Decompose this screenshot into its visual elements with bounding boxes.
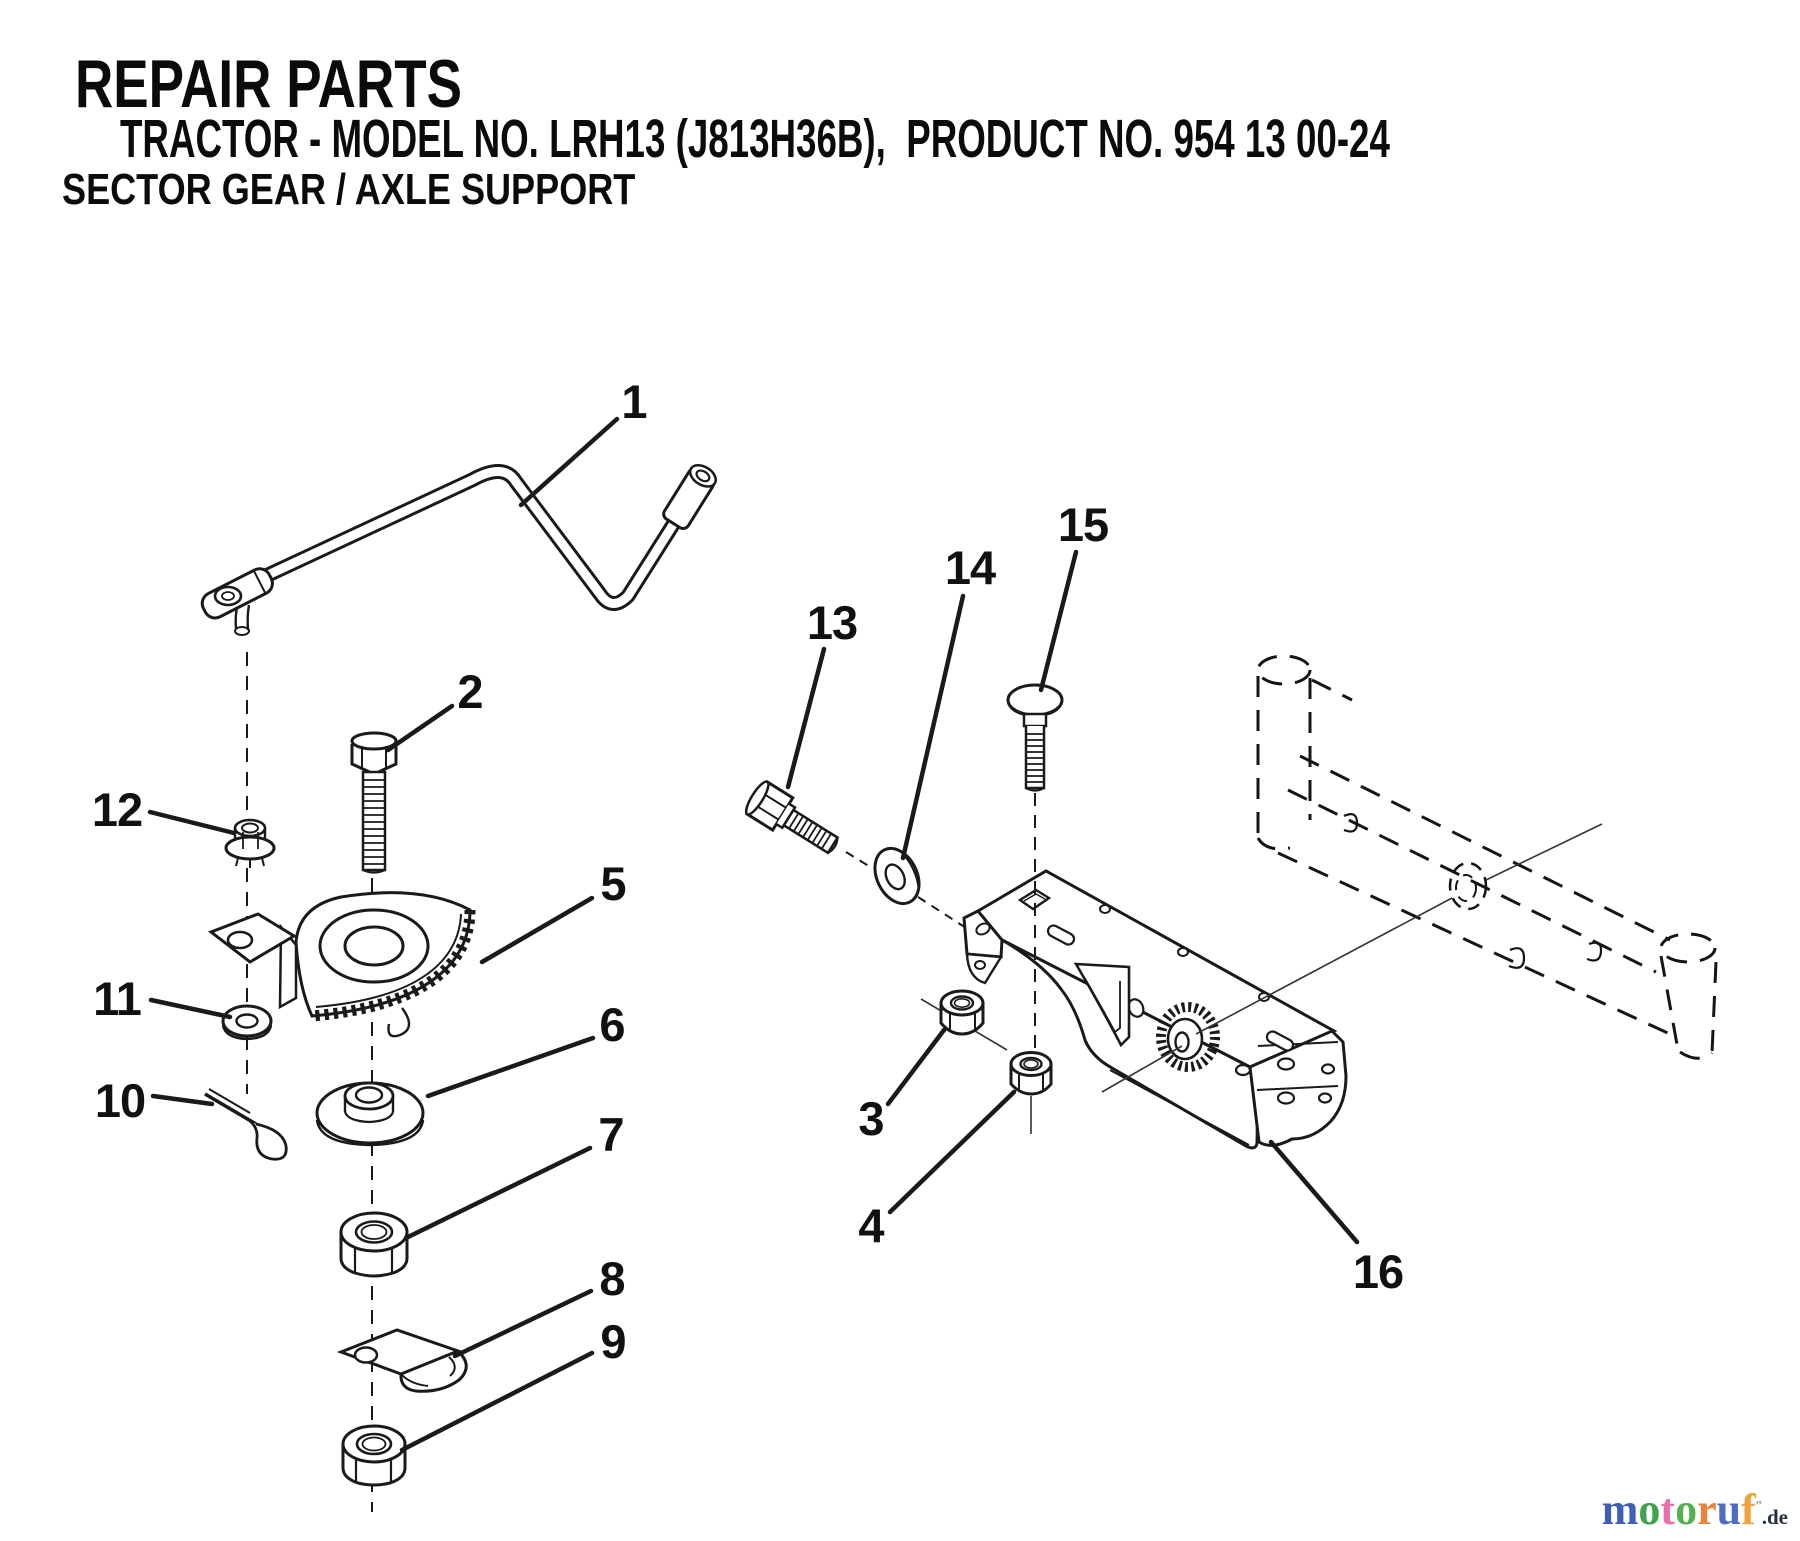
- callout-1: 1: [621, 375, 646, 428]
- callout-3: 3: [858, 1092, 883, 1145]
- callout-2: 2: [457, 665, 482, 718]
- part-hex-nut-9: [341, 1424, 407, 1487]
- callout-7: 7: [598, 1108, 623, 1161]
- callout-15: 15: [1058, 498, 1108, 551]
- watermark-letter: m: [1601, 1485, 1639, 1534]
- callout-9: 9: [600, 1315, 625, 1368]
- part-spacer-washer-6: [315, 1081, 425, 1147]
- part-hex-nut-4: [1009, 1051, 1053, 1096]
- part-carriage-bolt-15: [1006, 683, 1064, 792]
- part-drag-link: [200, 463, 718, 636]
- part-hex-bolt-2: [350, 731, 398, 874]
- bracket-holes: [974, 888, 1336, 1105]
- section-title: SECTOR GEAR / AXLE SUPPORT: [62, 165, 636, 214]
- callout-12: 12: [92, 783, 142, 836]
- callout-16: 16: [1353, 1245, 1403, 1298]
- watermark-letter: t: [1660, 1485, 1676, 1534]
- part-clip-8: [336, 1328, 468, 1393]
- leader-lines: [147, 416, 1360, 1453]
- watermark-suffix: .de: [1761, 1505, 1788, 1529]
- motoruf-watermark: motoruf”.de: [1602, 1484, 1788, 1535]
- part-washer-11: [221, 1004, 273, 1041]
- watermark-mark: ”: [1755, 1497, 1762, 1512]
- callout-8: 8: [599, 1252, 624, 1305]
- part-hex-nut-7: [339, 1211, 409, 1278]
- centerlines: [246, 652, 995, 1512]
- alignment-centerlines: [920, 823, 1603, 1093]
- page-title: REPAIR PARTS: [75, 46, 463, 122]
- watermark-letter: o: [1675, 1485, 1698, 1534]
- watermark-letter: u: [1716, 1485, 1742, 1534]
- callout-5: 5: [600, 857, 625, 910]
- part-axle-support-bracket: [962, 869, 1348, 1150]
- callout-14: 14: [945, 541, 996, 594]
- axle-hole-marks: [1343, 813, 1603, 969]
- model-subtitle: TRACTOR - MODEL NO. LRH13 (J813H36B), PR…: [120, 109, 1390, 169]
- part-washer-14: [873, 846, 921, 906]
- part-sector-gear: [207, 891, 476, 1038]
- watermark-letter: f: [1741, 1485, 1756, 1534]
- part-cotter-pin: [204, 1088, 288, 1161]
- callout-labels: 1 2 3 4 5 6 7 8 9 10 11 12 13 14 15 16: [92, 375, 1404, 1368]
- callout-11: 11: [93, 972, 141, 1025]
- part-hex-nut-3: [939, 989, 985, 1036]
- callout-6: 6: [599, 998, 624, 1051]
- callout-13: 13: [807, 596, 857, 649]
- callout-10: 10: [95, 1074, 145, 1127]
- callout-4: 4: [858, 1199, 884, 1252]
- watermark-letter: r: [1697, 1485, 1717, 1534]
- watermark-letter: o: [1638, 1485, 1661, 1534]
- part-phantom-axle: [1256, 654, 1718, 1060]
- part-flange-nut-12: [224, 818, 276, 868]
- bracket-rib: [1073, 962, 1131, 1048]
- part-hex-bolt-13: [744, 779, 840, 855]
